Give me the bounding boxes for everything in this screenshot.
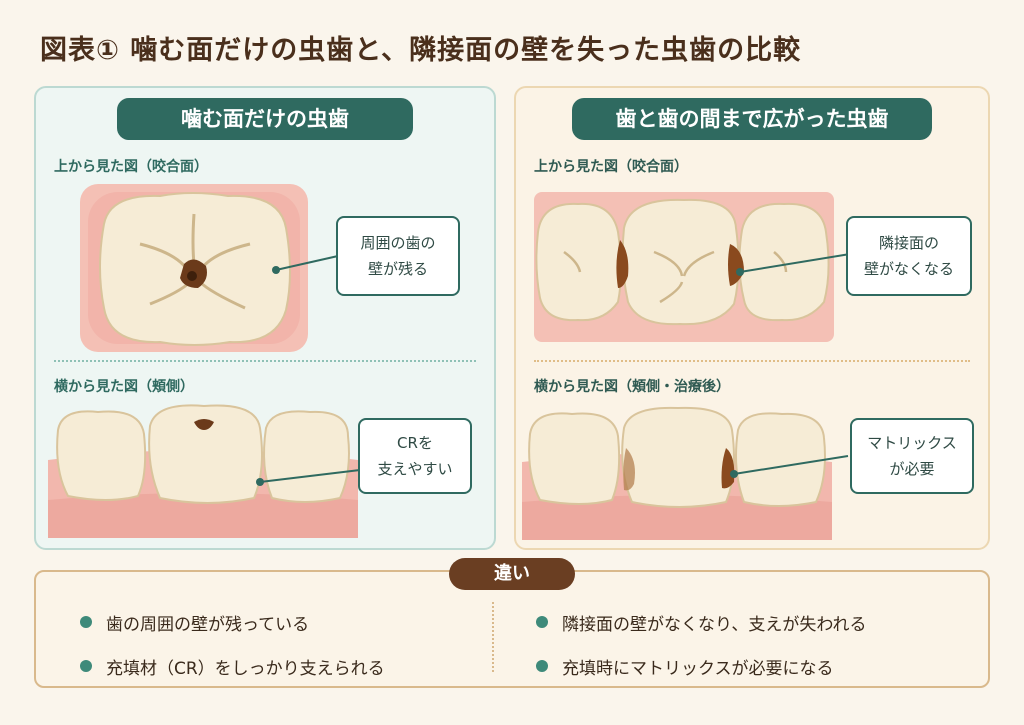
section-divider bbox=[534, 360, 970, 362]
differences-right-list: 隣接面の壁がなくなり、支えが失われる 充填時にマトリックスが必要になる bbox=[536, 600, 866, 688]
top-view-label: 上から見た図（咬合面） bbox=[534, 159, 688, 175]
proximal-caries-panel: 歯と歯の間まで広がった虫歯 上から見た図（咬合面） 隣接面の 壁がなくなる 横か… bbox=[514, 86, 990, 550]
page-title: 図表① 噛む面だけの虫歯と、隣接面の壁を失った虫歯の比較 bbox=[40, 35, 802, 66]
callout-line: CRを bbox=[397, 434, 433, 452]
bullet-icon bbox=[80, 616, 92, 628]
occlusal-view-illustration bbox=[80, 184, 308, 352]
list-item-text: 隣接面の壁がなくなり、支えが失われる bbox=[562, 614, 867, 635]
side-callout-leader bbox=[730, 455, 849, 478]
callout-line: 周囲の歯の bbox=[360, 234, 436, 252]
bullet-icon bbox=[536, 660, 548, 672]
list-item: 充填時にマトリックスが必要になる bbox=[536, 644, 866, 688]
buccal-view-illustration bbox=[522, 406, 832, 540]
top-callout: 隣接面の 壁がなくなる bbox=[846, 216, 972, 296]
top-callout-leader bbox=[272, 255, 339, 274]
list-item: 歯の周囲の壁が残っている bbox=[80, 600, 385, 644]
side-view-label: 横から見た図（頬側・治療後） bbox=[534, 379, 730, 395]
bullet-icon bbox=[536, 616, 548, 628]
differences-divider bbox=[492, 602, 494, 672]
differences-left-list: 歯の周囲の壁が残っている 充填材（CR）をしっかり支えられる bbox=[80, 600, 385, 688]
list-item-text: 充填時にマトリックスが必要になる bbox=[562, 658, 834, 679]
occlusal-only-caries-panel: 噛む面だけの虫歯 上から見た図（咬合面） 周囲の歯の 壁が残る 横から見た図（頬… bbox=[34, 86, 496, 550]
bullet-icon bbox=[80, 660, 92, 672]
side-callout: マトリックス が必要 bbox=[850, 418, 974, 494]
side-callout-leader bbox=[256, 469, 361, 486]
occlusal-view-illustration bbox=[534, 192, 834, 342]
callout-line: 壁が残る bbox=[367, 260, 428, 278]
list-item-text: 歯の周囲の壁が残っている bbox=[106, 614, 310, 635]
callout-line: が必要 bbox=[889, 460, 935, 478]
list-item: 充填材（CR）をしっかり支えられる bbox=[80, 644, 385, 688]
callout-line: 支えやすい bbox=[377, 460, 453, 478]
callout-line: 隣接面の bbox=[878, 234, 939, 252]
list-item-text: 充填材（CR）をしっかり支えられる bbox=[106, 658, 385, 679]
side-callout: CRを 支えやすい bbox=[358, 418, 472, 494]
top-view-label: 上から見た図（咬合面） bbox=[54, 159, 208, 175]
callout-line: マトリックス bbox=[867, 434, 957, 452]
differences-header: 違い bbox=[449, 558, 575, 590]
buccal-view-illustration bbox=[48, 404, 358, 538]
differences-box: 違い 歯の周囲の壁が残っている 充填材（CR）をしっかり支えられる 隣接面の壁が… bbox=[34, 558, 990, 688]
top-callout-leader bbox=[736, 253, 851, 276]
callout-line: 壁がなくなる bbox=[863, 260, 954, 278]
panel-header: 噛む面だけの虫歯 bbox=[117, 98, 413, 140]
top-callout: 周囲の歯の 壁が残る bbox=[336, 216, 460, 296]
side-view-label: 横から見た図（頬側） bbox=[54, 379, 194, 395]
list-item: 隣接面の壁がなくなり、支えが失われる bbox=[536, 600, 866, 644]
section-divider bbox=[54, 360, 476, 362]
panel-header: 歯と歯の間まで広がった虫歯 bbox=[572, 98, 932, 140]
